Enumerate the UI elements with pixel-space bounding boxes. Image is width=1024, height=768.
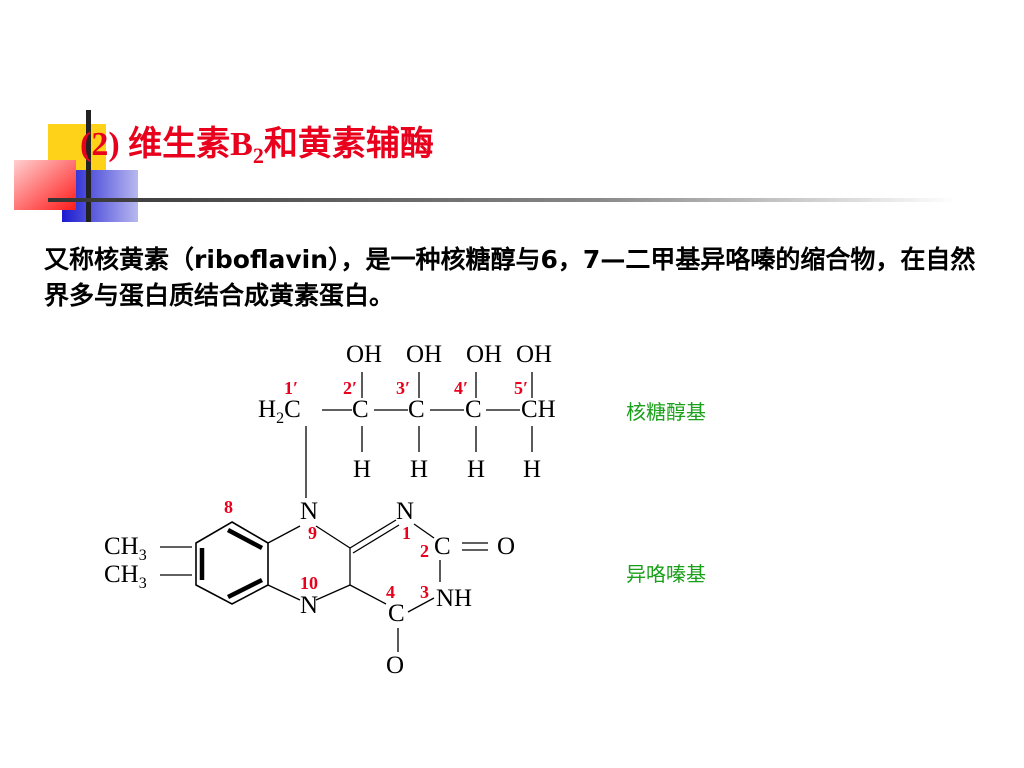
- prime-number: 4′: [454, 378, 469, 398]
- o-atom: O: [386, 652, 405, 679]
- ring-number: 4: [386, 582, 395, 602]
- title-suffix: 和黄素辅酶: [263, 126, 434, 163]
- prime-number: 5′: [514, 378, 529, 398]
- isoalloxazine-group-label: 异咯嗪基: [626, 562, 706, 586]
- chain-carbon: C: [352, 396, 369, 423]
- chain-carbon: C: [465, 396, 482, 423]
- slide-title: (2) 维生素B2和黄素辅酶: [80, 116, 434, 169]
- ring-number: 9: [308, 523, 317, 543]
- c4-atom: C: [388, 600, 405, 627]
- ch3-group: CH3: [104, 533, 147, 564]
- title-prefix: (2) 维生素B: [80, 126, 253, 163]
- ring-number: 10: [300, 573, 318, 593]
- h-label: H: [353, 456, 372, 483]
- ring-number: 2: [420, 541, 429, 561]
- oh-label: OH: [346, 341, 383, 368]
- ring-number: 1: [402, 523, 411, 543]
- title-subscript: 2: [252, 142, 264, 168]
- h2c-label: H2C: [258, 396, 301, 427]
- o-atom: O: [497, 533, 516, 560]
- h-label: H: [467, 456, 486, 483]
- deco-horizontal-line: [48, 198, 958, 202]
- description-paragraph: 又称核黄素（riboflavin），是一种核糖醇与6，7—二甲基异咯嗪的缩合物，…: [44, 245, 976, 310]
- ribitol-group-label: 核糖醇基: [626, 400, 706, 424]
- oh-label: OH: [406, 341, 443, 368]
- prime-number: 3′: [396, 378, 411, 398]
- oh-label: OH: [466, 341, 503, 368]
- ch3-group: CH3: [104, 561, 147, 592]
- chain-end-ch: CH: [521, 396, 556, 423]
- h-label: H: [410, 456, 429, 483]
- prime-number: 2′: [343, 378, 358, 398]
- deco-vertical-line: [86, 110, 91, 222]
- ring-number: 8: [224, 497, 233, 517]
- oh-label: OH: [516, 341, 553, 368]
- n-atom: N: [300, 592, 319, 619]
- c2-atom: C: [434, 533, 451, 560]
- ring-number: 3: [420, 582, 429, 602]
- prime-number: 1′: [284, 378, 299, 398]
- n-atom: N: [300, 498, 319, 525]
- nh-group: NH: [436, 585, 473, 612]
- chain-carbon: C: [408, 396, 425, 423]
- h-label: H: [523, 456, 542, 483]
- n-atom: N: [396, 498, 415, 525]
